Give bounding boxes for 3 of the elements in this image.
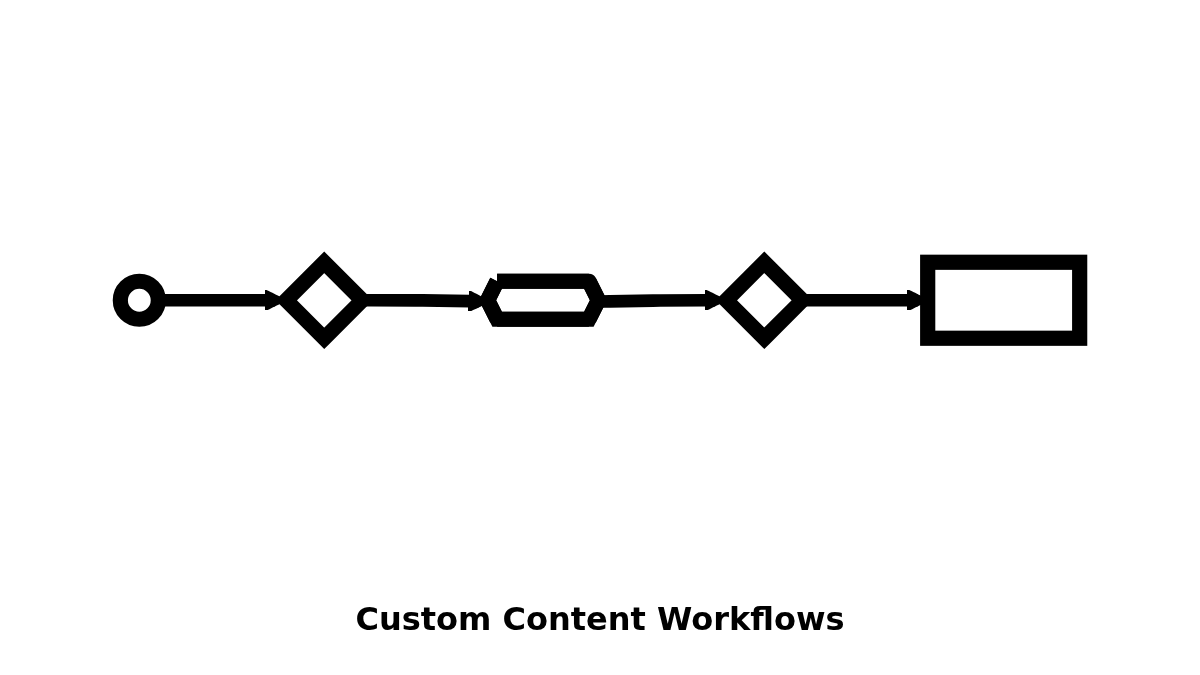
node-box xyxy=(920,254,1088,346)
diagram-title: Custom Content Workflows xyxy=(355,600,845,638)
node-circle xyxy=(112,273,166,327)
